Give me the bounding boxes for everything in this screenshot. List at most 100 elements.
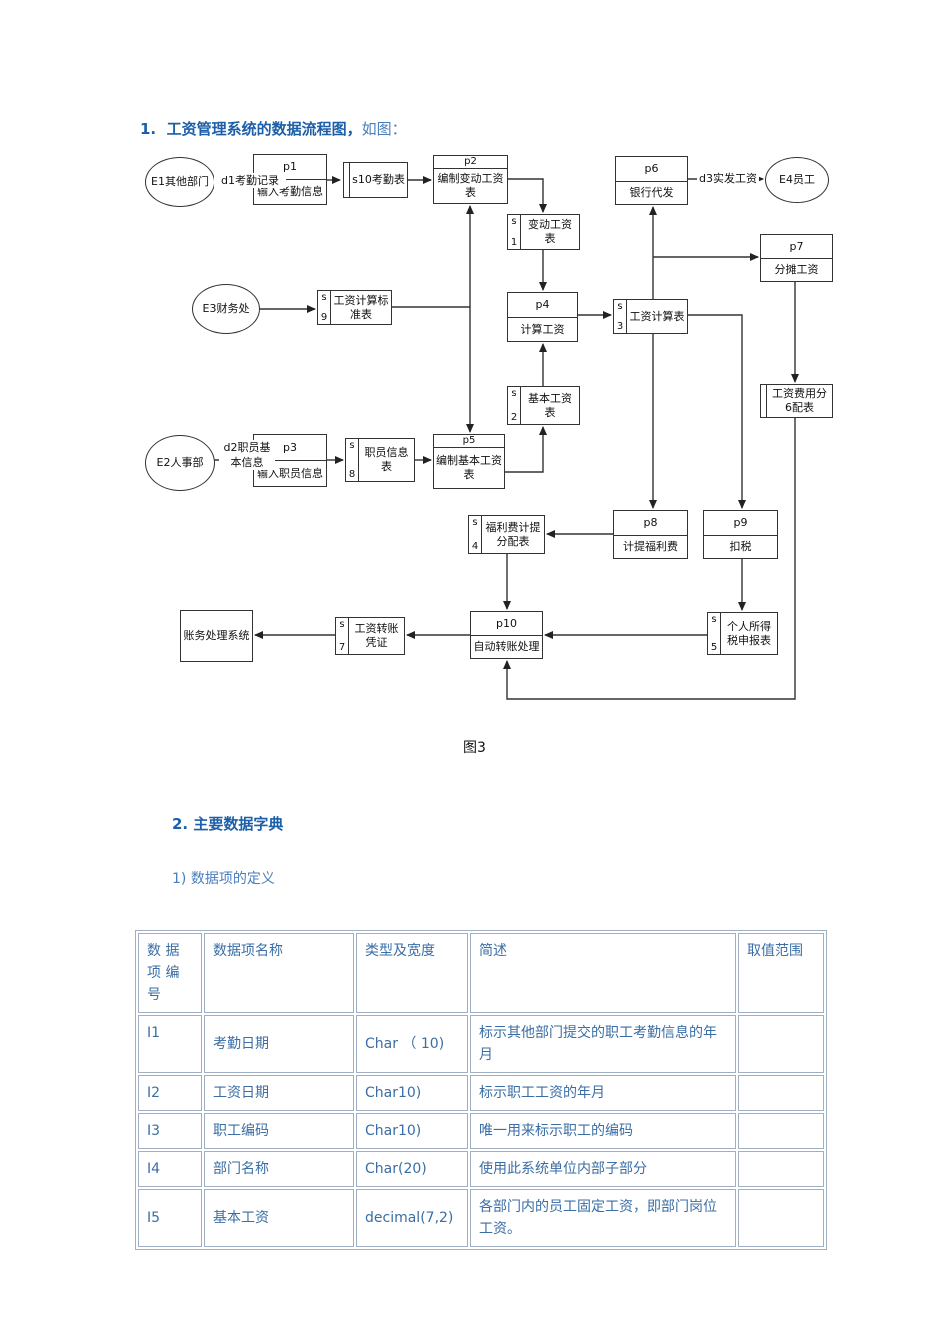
cell-range <box>738 1015 824 1073</box>
process-id: p3 <box>254 435 326 461</box>
entity-e2-hr: E2人事部 <box>145 435 215 491</box>
section2-heading: 2. 主要数据字典 <box>172 815 284 833</box>
process-id: p2 <box>434 156 507 169</box>
entity-e1-other-depts: E1其他部门 <box>145 157 215 207</box>
cell-no: I4 <box>138 1151 202 1187</box>
process-name: 银行代发 <box>629 186 674 199</box>
cell-range <box>738 1151 824 1187</box>
process-id: p4 <box>508 293 577 318</box>
cell-no: I1 <box>138 1015 202 1073</box>
process-name: 输入考勤信息 <box>257 185 323 198</box>
store-name: 职员信息表 <box>364 446 409 473</box>
process-id: p7 <box>761 235 832 259</box>
cell-type: Char(20) <box>356 1151 468 1187</box>
cell-desc: 唯一用来标示职工的编码 <box>470 1113 736 1149</box>
process-p10: p10 自动转账处理 <box>470 611 543 659</box>
process-p2: p2 编制变动工资表 <box>433 155 508 204</box>
header-summary: 简述 <box>470 933 736 1013</box>
process-id: p6 <box>616 157 687 182</box>
store-name: s10考勤表 <box>352 173 405 186</box>
cell-range <box>738 1189 824 1247</box>
store-s6-salary-expense-alloc: 工资费用分6配表 <box>760 384 833 418</box>
data-dictionary-table: 数 据 项 编号 数据项名称 类型及宽度 简述 取值范围 I1 考勤日期 Cha… <box>135 930 827 1250</box>
store-name: 工资费用分6配表 <box>772 387 827 414</box>
cell-name: 职工编码 <box>204 1113 354 1149</box>
process-p9: p9 扣税 <box>703 510 778 559</box>
process-id: p9 <box>704 511 777 536</box>
process-name: 编制变动工资表 <box>437 172 504 199</box>
store-s10-attendance: s10考勤表 <box>343 162 408 198</box>
cell-type: decimal(7,2) <box>356 1189 468 1247</box>
process-name: 自动转账处理 <box>473 640 540 653</box>
process-p8: p8 计提福利费 <box>613 510 688 559</box>
section1-number: 1. <box>140 120 157 138</box>
header-item-no: 数 据 项 编号 <box>138 933 202 1013</box>
store-name: 基本工资表 <box>528 391 572 419</box>
process-name: 扣税 <box>729 540 752 553</box>
store-id-column <box>761 385 767 417</box>
table-row: I4 部门名称 Char(20) 使用此系统单位内部子部分 <box>138 1151 824 1187</box>
table-row: I5 基本工资 decimal(7,2) 各部门内的员工固定工资，即部门岗位工资… <box>138 1189 824 1247</box>
cell-desc: 使用此系统单位内部子部分 <box>470 1151 736 1187</box>
header-type-width: 类型及宽度 <box>356 933 468 1013</box>
section1-heading: 1. 工资管理系统的数据流程图，如图： <box>140 118 950 139</box>
cell-type: Char10) <box>356 1113 468 1149</box>
cell-desc: 标示其他部门提交的职工考勤信息的年月 <box>470 1015 736 1073</box>
data-flow-diagram: E1其他部门 E3财务处 E2人事部 E4员工 账务处理系统 p1 输入考勤信息… <box>0 147 950 787</box>
table-row: I3 职工编码 Char10) 唯一用来标示职工的编码 <box>138 1113 824 1149</box>
flow-label-d1: d1考勤记录 <box>214 173 286 188</box>
cell-desc: 标示职工工资的年月 <box>470 1075 736 1111</box>
process-id: p1 <box>254 155 326 180</box>
process-id: p5 <box>434 435 504 448</box>
table-row: I2 工资日期 Char10) 标示职工工资的年月 <box>138 1075 824 1111</box>
accounting-system-label: 账务处理系统 <box>183 629 250 642</box>
cell-name: 考勤日期 <box>204 1015 354 1073</box>
process-name: 计算工资 <box>520 322 565 336</box>
store-id-column <box>344 163 350 197</box>
process-p6: p6 银行代发 <box>615 156 688 205</box>
header-item-name: 数据项名称 <box>204 933 354 1013</box>
store-name: 工资计算标准表 <box>333 293 389 321</box>
process-id: p8 <box>614 511 687 536</box>
entity-label: E3财务处 <box>202 302 250 315</box>
cell-range <box>738 1075 824 1111</box>
header-value-range: 取值范围 <box>738 933 824 1013</box>
store-name: 工资计算表 <box>629 309 685 323</box>
process-name: 分摊工资 <box>774 263 819 276</box>
store-name: 个人所得税申报表 <box>727 619 771 647</box>
process-p7: p7 分摊工资 <box>760 234 833 282</box>
entity-e3-finance: E3财务处 <box>192 284 260 334</box>
cell-name: 工资日期 <box>204 1075 354 1111</box>
table-row: I1 考勤日期 Char （ 10) 标示其他部门提交的职工考勤信息的年月 <box>138 1015 824 1073</box>
document-page: 1. 工资管理系统的数据流程图，如图： <box>0 118 950 1250</box>
process-name: 计提福利费 <box>623 540 678 553</box>
entity-e4-employee: E4员工 <box>765 157 829 203</box>
accounting-system-box: 账务处理系统 <box>180 610 253 662</box>
flow-label-d2: d2职员基本信息 <box>219 440 275 470</box>
cell-name: 基本工资 <box>204 1189 354 1247</box>
entity-label: E1其他部门 <box>151 175 209 188</box>
cell-desc: 各部门内的员工固定工资，即部门岗位工资。 <box>470 1189 736 1247</box>
store-name: 福利费计提分配表 <box>485 520 541 548</box>
section1-title: 工资管理系统的数据流程图， <box>166 120 362 138</box>
cell-type: Char （ 10) <box>356 1015 468 1073</box>
store-name: 变动工资表 <box>528 218 572 245</box>
cell-range <box>738 1113 824 1149</box>
subsection1-heading: 1) 数据项的定义 <box>172 871 275 887</box>
section1-suffix: 如图： <box>361 120 407 138</box>
